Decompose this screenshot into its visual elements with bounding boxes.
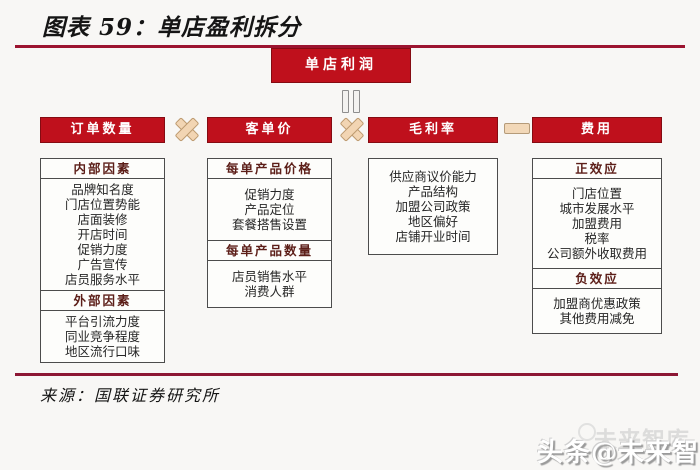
section-label-qty-per-order: 每单产品数量 bbox=[207, 240, 332, 261]
column-header-expenses: 费用 bbox=[532, 117, 662, 143]
column-header-order-quantity: 订单数量 bbox=[40, 117, 165, 143]
list-item: 店面装修 bbox=[77, 212, 128, 227]
list-item: 产品定位 bbox=[244, 202, 295, 217]
list-item: 促销力度 bbox=[77, 242, 128, 257]
list-item: 平台引流力度 bbox=[64, 314, 140, 329]
section-items-internal-factors: 品牌知名度 门店位置势能 店面装修 开店时间 促销力度 广告宣传 店员服务水平 bbox=[40, 178, 165, 291]
list-item: 加盟公司政策 bbox=[395, 199, 471, 214]
multiply-icon bbox=[174, 117, 200, 142]
minus-icon bbox=[504, 123, 530, 134]
list-item: 广告宣传 bbox=[77, 257, 128, 272]
column-header-gross-margin: 毛利率 bbox=[368, 117, 498, 143]
watermark-text: 头条@未来智库 bbox=[537, 438, 700, 468]
list-item: 店铺开业时间 bbox=[395, 229, 471, 244]
list-item: 开店时间 bbox=[77, 227, 128, 242]
bottom-divider-line bbox=[15, 373, 678, 376]
panel-expenses: 正效应 门店位置 城市发展水平 加盟费用 税率 公司额外收取费用 负效应 加盟商… bbox=[532, 158, 662, 334]
column-header-avg-ticket: 客单价 bbox=[207, 117, 332, 143]
list-item: 店员服务水平 bbox=[64, 272, 140, 287]
section-items-negative-effect: 加盟商优惠政策 其他费用减免 bbox=[532, 288, 662, 334]
list-item: 门店位置势能 bbox=[64, 197, 140, 212]
list-item: 消费人群 bbox=[244, 284, 295, 299]
section-label-positive-effect: 正效应 bbox=[532, 158, 662, 179]
list-item: 门店位置 bbox=[571, 186, 622, 201]
list-item: 供应商议价能力 bbox=[389, 169, 477, 184]
list-item: 店员销售水平 bbox=[231, 269, 307, 284]
top-divider-line bbox=[15, 45, 685, 48]
panel-order-quantity: 内部因素 品牌知名度 门店位置势能 店面装修 开店时间 促销力度 广告宣传 店员… bbox=[40, 158, 165, 363]
watermark-logo-ghost bbox=[578, 423, 596, 441]
section-items-external-factors: 平台引流力度 同业竞争程度 地区流行口味 bbox=[40, 310, 165, 363]
section-items-qty-per-order: 店员销售水平 消费人群 bbox=[207, 260, 332, 308]
section-label-negative-effect: 负效应 bbox=[532, 268, 662, 289]
section-label-price-per-order: 每单产品价格 bbox=[207, 158, 332, 179]
equals-icon bbox=[340, 90, 362, 113]
figure-title: 图表 59：单店盈利拆分 bbox=[42, 14, 302, 41]
panel-avg-ticket: 每单产品价格 促销力度 产品定位 套餐搭售设置 每单产品数量 店员销售水平 消费… bbox=[207, 158, 332, 308]
section-items-price-per-order: 促销力度 产品定位 套餐搭售设置 bbox=[207, 178, 332, 241]
list-item: 套餐搭售设置 bbox=[231, 217, 307, 232]
list-item: 地区流行口味 bbox=[64, 344, 140, 359]
list-item: 税率 bbox=[584, 231, 610, 246]
section-label-internal-factors: 内部因素 bbox=[40, 158, 165, 179]
list-item: 加盟费用 bbox=[571, 216, 622, 231]
panel-gross-margin: 供应商议价能力 产品结构 加盟公司政策 地区偏好 店铺开业时间 bbox=[368, 158, 498, 255]
profit-box: 单店利润 bbox=[271, 48, 411, 83]
list-item: 品牌知名度 bbox=[71, 182, 134, 197]
list-item: 其他费用减免 bbox=[559, 311, 635, 326]
source-note: 来源：国联证券研究所 bbox=[40, 386, 221, 405]
list-item: 加盟商优惠政策 bbox=[553, 296, 641, 311]
multiply-icon bbox=[339, 117, 365, 142]
section-items-gross-margin: 供应商议价能力 产品结构 加盟公司政策 地区偏好 店铺开业时间 bbox=[368, 158, 498, 255]
list-item: 同业竞争程度 bbox=[64, 329, 140, 344]
section-label-external-factors: 外部因素 bbox=[40, 290, 165, 311]
list-item: 促销力度 bbox=[244, 187, 295, 202]
list-item: 地区偏好 bbox=[407, 214, 458, 229]
list-item: 产品结构 bbox=[407, 184, 458, 199]
list-item: 公司额外收取费用 bbox=[546, 246, 647, 261]
watermark-ghost-text: 未来智库 bbox=[594, 427, 690, 454]
list-item: 城市发展水平 bbox=[559, 201, 635, 216]
section-items-positive-effect: 门店位置 城市发展水平 加盟费用 税率 公司额外收取费用 bbox=[532, 178, 662, 269]
